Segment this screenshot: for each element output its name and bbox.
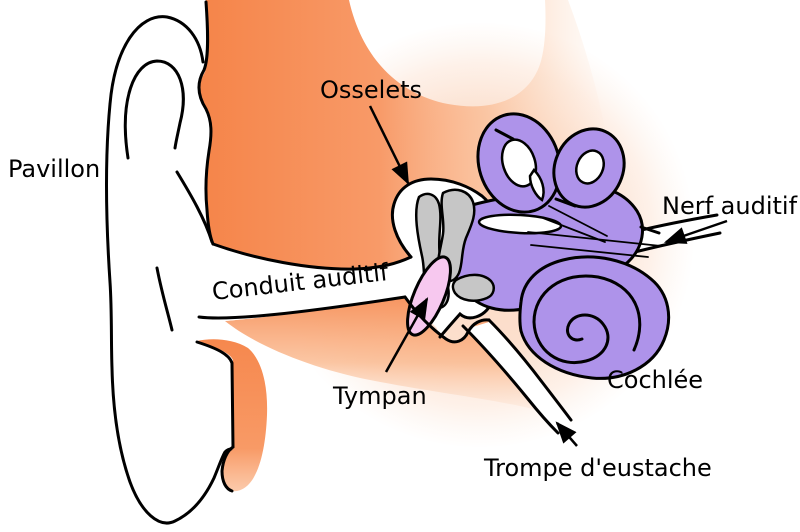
canal-bottom-wall: [197, 295, 407, 320]
head-front-edge: [197, 0, 215, 246]
stapes: [451, 273, 496, 302]
trompe-eustache-arrow: [555, 421, 578, 447]
pavillon-label: Pavillon: [8, 155, 100, 183]
canal-gap: [528, 168, 545, 202]
canal-hole-posterior: [575, 149, 605, 185]
canal-hole-superior: [500, 138, 538, 188]
pinna-outline: [105, 15, 233, 525]
inner-ear: [444, 112, 671, 380]
lobe-back-tissue: [197, 339, 268, 492]
canal-hole-lateral: [477, 213, 563, 235]
nerve-fibre-lines: [527, 205, 662, 258]
pinna-antitragus: [155, 266, 174, 332]
pinna-inner-fold: [123, 59, 185, 160]
nerf-auditif-arrow: [663, 219, 728, 244]
osselets-label: Osselets: [320, 76, 422, 104]
ampulla-ticks: [494, 128, 661, 235]
tympan-arrow: [384, 297, 429, 373]
canal-lower-tissue: [225, 297, 545, 410]
tympan-floor-line: [403, 295, 491, 344]
annotations: Pavillon Osselets Conduit auditif Tympan…: [8, 76, 798, 482]
lobe-tissue-edge: [195, 340, 235, 493]
nerf-auditif-label: Nerf auditif: [662, 192, 798, 220]
eustachian-tube: [461, 318, 573, 435]
outline-strokes: [105, 0, 491, 525]
cochlea-spiral: [532, 274, 642, 364]
cochlee-label: Cochlée: [607, 366, 703, 394]
canal-top-wall: [211, 242, 413, 271]
osselets-arrow: [368, 105, 410, 185]
ear-canal: [195, 240, 446, 337]
pinna-antihelix: [175, 170, 214, 244]
trompe-eustache-label: Trompe d'eustache: [483, 454, 712, 482]
tympan-label: Tympan: [332, 382, 427, 410]
